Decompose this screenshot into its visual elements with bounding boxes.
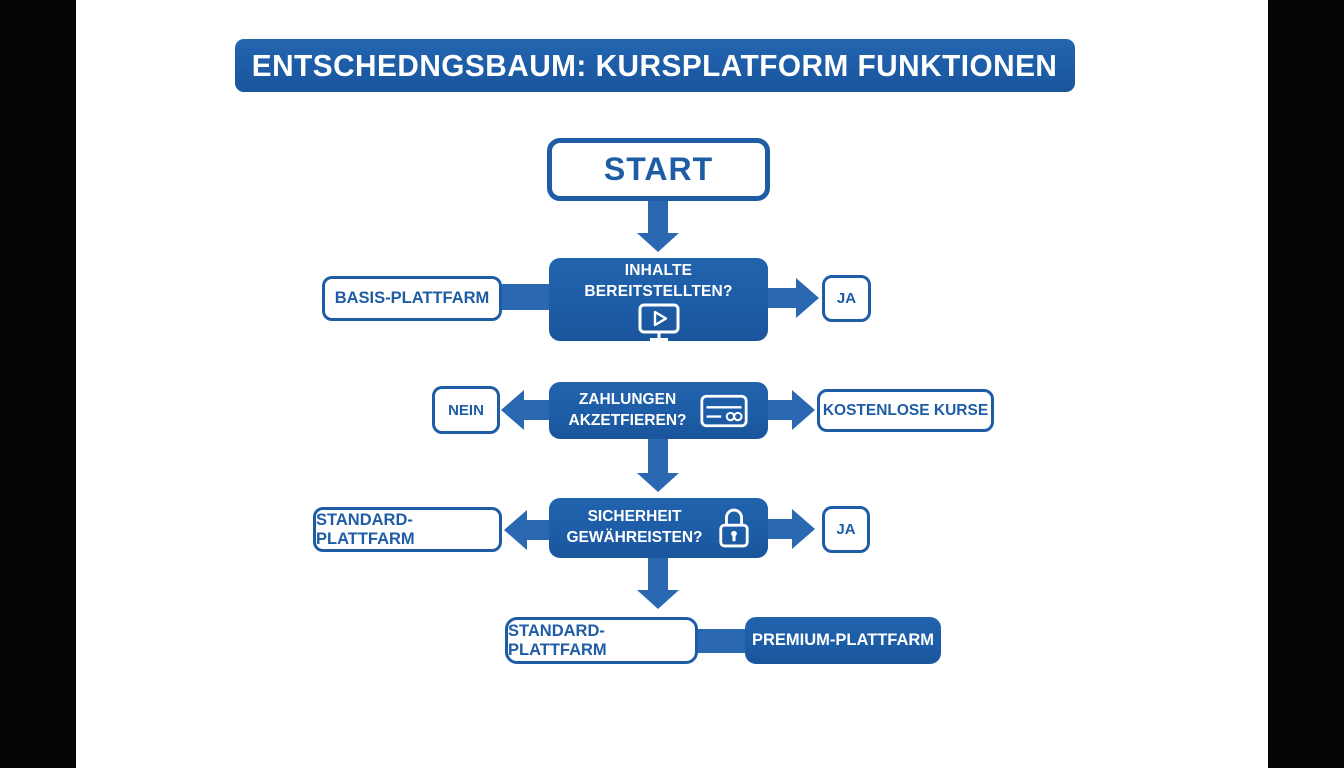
ja1-node: JA — [822, 275, 871, 322]
arrow-decision2-to-nein-stem — [522, 400, 552, 420]
kostenlose-kurse-label: KOSTENLOSE KURSE — [822, 401, 989, 419]
nein-node: NEIN — [432, 386, 500, 434]
arrow-decision2-to-kostenlose-head — [792, 390, 815, 430]
arrow-decision3-to-ja2-head — [792, 509, 815, 549]
arrow-decision1-to-ja1-stem — [766, 288, 798, 308]
decision1-node: INHALTE BEREITSTELLTEN? — [549, 258, 768, 341]
decision2-line1: ZAHLUNGEN — [578, 390, 677, 408]
diagram-title: ENTSCHEDNGSBAUM: KURSPLATFORM FUNKTIONEN — [252, 47, 1058, 83]
basis-plattfarm-label: BASIS-PLATTFARM — [334, 289, 490, 307]
arrow-decision2-to-nein-head — [501, 390, 524, 430]
start-label: START — [603, 151, 714, 187]
arrow-decision1-to-ja1-head — [796, 278, 819, 318]
decision2-label: ZAHLUNGEN AKZETFIEREN? — [569, 390, 687, 432]
standard-plattfarm-left-label: STANDARD-PLATTFARM — [316, 510, 415, 548]
letterbox-bar-right — [1268, 0, 1344, 768]
start-node: START — [547, 138, 770, 201]
arrow-decision3-to-bottom-stem — [648, 557, 668, 592]
ja2-label: JA — [836, 521, 856, 538]
ja2-node: JA — [822, 506, 870, 553]
premium-plattfarm-node: PREMIUM-PLATTFARM — [745, 617, 941, 664]
arrow-start-to-decision1-head — [637, 233, 679, 252]
arrow-decision2-to-decision3-stem — [648, 437, 668, 475]
connector-standard-to-premium — [694, 629, 750, 653]
premium-plattfarm-label: PREMIUM-PLATTFARM — [751, 631, 935, 649]
letterbox-bar-left — [0, 0, 76, 768]
arrow-decision3-to-standard-head — [504, 510, 527, 550]
standard-plattfarm-left-node: STANDARD-PLATTFARM — [313, 507, 502, 552]
decision3-line2: GEWÄHREISTEN? — [566, 529, 703, 546]
standard-plattfarm-bottom-label: STANDARD-PLATTFARM — [508, 621, 607, 659]
connector-decision1-to-basis — [497, 284, 553, 310]
monitor-play-icon — [635, 302, 683, 344]
decision3-label: SICHERHEIT GEWÄHREISTEN? — [566, 507, 702, 549]
decision2-line2: AKZETFIEREN? — [568, 411, 687, 429]
kostenlose-kurse-node: KOSTENLOSE KURSE — [817, 389, 994, 432]
diagram-title-banner: ENTSCHEDNGSBAUM: KURSPLATFORM FUNKTIONEN — [235, 39, 1075, 92]
decision1-label: INHALTE BEREITSTELLTEN? — [584, 262, 733, 300]
decision3-line1: SICHERHEIT — [587, 508, 682, 526]
arrow-decision3-to-bottom-head — [637, 590, 679, 609]
basis-plattfarm-node: BASIS-PLATTFARM — [322, 276, 502, 321]
nein-label: NEIN — [448, 401, 484, 419]
standard-plattfarm-bottom-node: STANDARD-PLATTFARM — [505, 617, 698, 664]
decision2-node: ZAHLUNGEN AKZETFIEREN? — [549, 382, 768, 439]
decision3-node: SICHERHEIT GEWÄHREISTEN? — [549, 498, 768, 558]
lock-icon — [717, 506, 751, 550]
arrow-decision2-to-kostenlose-stem — [766, 400, 794, 420]
arrow-decision3-to-standard-stem — [525, 520, 553, 540]
arrow-decision3-to-ja2-stem — [766, 519, 794, 539]
ja1-label: JA — [836, 290, 857, 307]
arrow-start-to-decision1-stem — [648, 199, 668, 235]
arrow-decision2-to-decision3-head — [637, 473, 679, 492]
credit-card-icon — [700, 394, 749, 428]
